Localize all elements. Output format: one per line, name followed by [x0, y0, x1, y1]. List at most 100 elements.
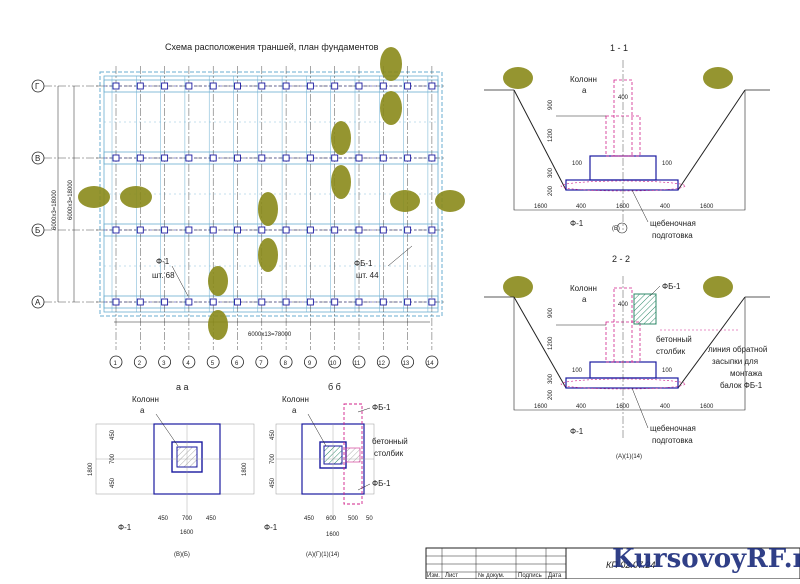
foundation-f1	[185, 298, 193, 306]
axis-number-label: 1	[114, 361, 118, 367]
s22-dim-400b: 400	[576, 404, 587, 410]
sBB-dim-v-450b: 450	[270, 477, 276, 488]
sAA-title: а а	[176, 382, 189, 392]
s22-dim-1600c: 1600	[700, 404, 714, 410]
sAA-axis: (В)(Б)	[174, 552, 190, 558]
sBB-dim-h-1600: 1600	[326, 532, 340, 538]
axis-grid	[96, 66, 446, 350]
foundation-f1	[306, 154, 314, 162]
s22-dim-400: 400	[618, 302, 629, 308]
foundation-f1	[331, 154, 339, 162]
sBB-concrete2: столбик	[374, 449, 404, 458]
foundation-f1	[355, 298, 363, 306]
section11-title: 1 - 1	[610, 43, 628, 53]
foundation-f1	[185, 154, 193, 162]
axis-number-label: 14	[427, 361, 434, 367]
s22-dim-200: 200	[548, 389, 554, 400]
foundation-markers	[112, 82, 436, 306]
s11-dim-100b: 100	[662, 161, 673, 167]
label-f1: Ф-1	[156, 257, 170, 266]
foundation-f1	[306, 82, 314, 90]
title-block: Изм. Лист № докум. Подпись Дата КП 02.07…	[425, 547, 800, 580]
s22-dim-1600a: 1600	[534, 404, 548, 410]
s11-gravel: щебеночная	[650, 219, 696, 228]
foundation-f1	[185, 226, 193, 234]
foundation-f1	[355, 226, 363, 234]
axis-label-B: Б	[35, 226, 40, 235]
sBB-dim-h-50: 50	[366, 516, 373, 522]
highlight-markers	[78, 47, 733, 340]
sAA-dim-h-450a: 450	[158, 516, 169, 522]
label-fb1-qty: шт. 44	[356, 271, 379, 280]
foundation-f1	[282, 82, 290, 90]
s22-f1: Ф-1	[570, 427, 584, 436]
axis-label-V: В	[35, 154, 40, 163]
axis-number-bubble	[425, 355, 439, 369]
foundation-f1	[428, 298, 436, 306]
foundation-f1	[209, 298, 217, 306]
s22-backfill3: монтажа	[730, 369, 763, 378]
foundation-f1	[136, 226, 144, 234]
s22-dim-1200: 1200	[548, 336, 554, 350]
stamp-col-izm: Изм.	[427, 573, 440, 579]
foundation-f1	[331, 226, 339, 234]
foundation-f1	[161, 82, 169, 90]
axis-letter-markers: Г В Б А 6000х3=18000 6000х3=18000	[31, 79, 100, 309]
axis-number-bubble	[231, 355, 244, 369]
sAA-dim-h-1600: 1600	[180, 530, 194, 536]
foundation-f1	[234, 82, 241, 90]
axis-number-label: 9	[308, 361, 312, 367]
axis-number-bubble	[182, 355, 196, 369]
s22-dim-400c: 400	[660, 404, 671, 410]
foundation-f1	[136, 154, 144, 162]
sAA-column: Колонн	[132, 395, 159, 404]
sBB-dim-v-450a: 450	[270, 429, 276, 440]
s22-column-label: Колонн	[570, 284, 597, 293]
axis-number-label: 4	[186, 361, 190, 367]
foundation-f1	[258, 82, 266, 90]
sAA-dim-v-450a: 450	[110, 429, 116, 440]
foundation-f1	[234, 154, 241, 162]
axis-number-label: 12	[378, 361, 385, 367]
s11-dim-400b: 400	[576, 204, 587, 210]
section22-title: 2 - 2	[612, 254, 630, 264]
foundation-f1	[282, 298, 290, 306]
axis-number-bubble	[279, 355, 293, 369]
foundation-f1	[234, 226, 241, 234]
foundation-f1	[306, 298, 314, 306]
sAA-dim-v-450b: 450	[110, 477, 116, 488]
axis-number-bubble	[206, 355, 220, 369]
axis-number-bubble	[255, 355, 269, 369]
foundation-f1	[185, 82, 193, 90]
s11-dim-1600a: 1600	[534, 204, 548, 210]
s22-backfill2: засыпки для	[712, 357, 758, 366]
stamp-col-doc: № докум.	[478, 572, 505, 579]
sBB-dim-h-600: 600	[326, 516, 337, 522]
s22-gravel: щебеночная	[650, 424, 696, 433]
sBB-concrete: бетонный	[372, 437, 408, 446]
axis-number-bubble	[328, 355, 342, 369]
foundation-f1	[379, 226, 387, 234]
label-f1-qty: шт. 68	[152, 271, 175, 280]
s22-concrete2: столбик	[656, 347, 686, 356]
foundation-f1	[379, 154, 387, 162]
stamp-col-sign: Подпись	[518, 573, 542, 579]
axis-number-label: 6	[235, 361, 239, 367]
dim-bottom: 6000х13=78000	[248, 332, 292, 338]
foundation-f1	[428, 226, 436, 234]
foundation-f1	[331, 298, 339, 306]
foundation-f1	[428, 82, 436, 90]
foundation-f1	[136, 298, 144, 306]
sBB-column: Колонн	[282, 395, 309, 404]
s11-dim-400: 400	[618, 95, 629, 101]
foundation-f1	[258, 226, 266, 234]
foundation-f1	[404, 298, 412, 306]
foundation-f1	[209, 226, 217, 234]
s22-dim-100b: 100	[662, 368, 673, 374]
axis-number-label: 7	[259, 361, 263, 367]
stamp-code: КП 02.07.24	[606, 560, 655, 570]
foundation-f1	[379, 82, 387, 90]
s11-column-label2: а	[582, 86, 587, 95]
foundation-plan: Схема расположения траншей, план фундаме…	[31, 42, 446, 369]
